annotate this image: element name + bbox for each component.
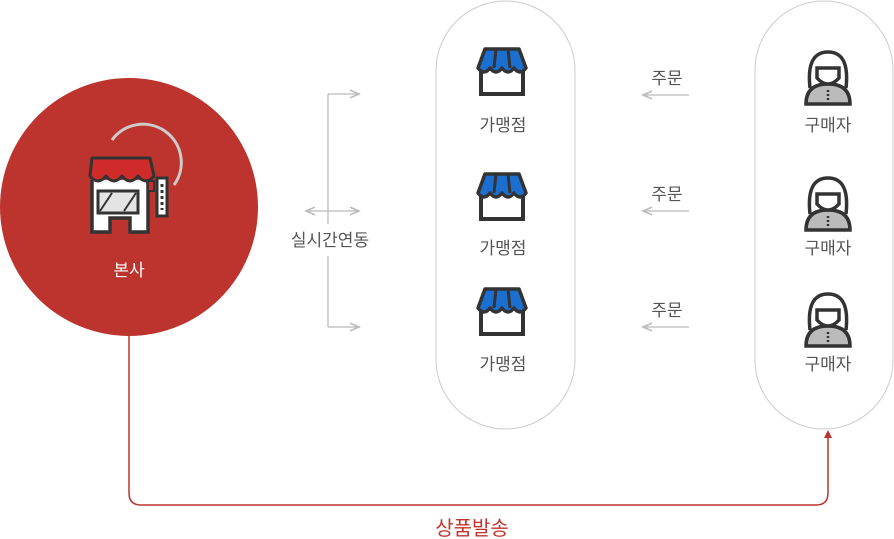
store-icon: [476, 47, 528, 96]
order-arrow: 주문: [643, 301, 689, 327]
store-label: 가맹점: [480, 355, 527, 375]
hq-store-icon: [88, 122, 183, 234]
store-node: 가맹점: [476, 47, 528, 136]
sync-label: 실시간연동: [291, 231, 369, 251]
order-label: 주문: [651, 301, 682, 321]
store-label: 가맹점: [480, 116, 527, 136]
buyer-label: 구매자: [805, 355, 852, 375]
store-icon: [476, 172, 528, 221]
buyer-node: 구매자: [804, 50, 852, 136]
order-arrow: 주문: [643, 69, 689, 95]
hq-node: 본사: [0, 78, 258, 336]
order-label: 주문: [651, 185, 682, 205]
store-label: 가맹점: [480, 239, 527, 259]
buyer-node: 구매자: [804, 292, 852, 375]
buyer-label: 구매자: [805, 239, 852, 259]
shipping-label: 상품발송: [435, 516, 509, 539]
shipping-line: [128, 336, 829, 506]
shipping-arrowhead-icon: [824, 430, 832, 438]
store-node: 가맹점: [476, 287, 528, 375]
sync-connector: [280, 94, 376, 327]
store-icon: [476, 287, 528, 336]
buyer-node: 구매자: [804, 176, 852, 259]
order-label: 주문: [651, 69, 682, 89]
buyer-label: 구매자: [805, 116, 852, 136]
hq-label: 본사: [113, 261, 145, 281]
store-node: 가맹점: [476, 172, 528, 259]
order-arrow: 주문: [643, 185, 689, 211]
